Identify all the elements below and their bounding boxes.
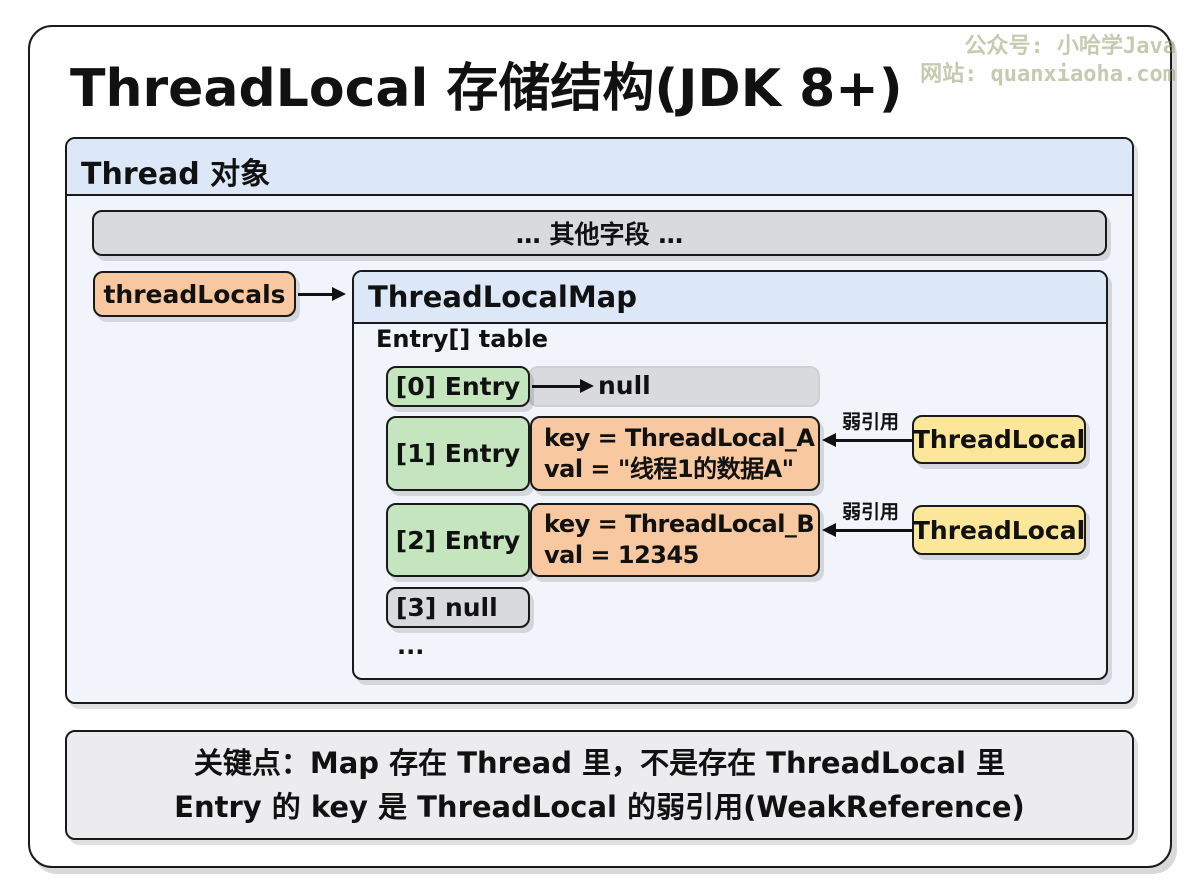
thread-label: Thread 对象 — [81, 157, 271, 192]
entry-1-val: val = "线程1的数据A" — [544, 454, 794, 483]
arrow-line — [298, 293, 333, 296]
diagram-title: ThreadLocal 存储结构(JDK 8+) — [70, 59, 903, 119]
note-line1: 关键点：Map 存在 Thread 里，不是存在 ThreadLocal 里 — [193, 746, 1006, 780]
key-point-note: 关键点：Map 存在 Thread 里，不是存在 ThreadLocal 里 E… — [65, 730, 1134, 840]
entry-2-val: val = 12345 — [544, 541, 699, 569]
weak-ref-arrow-line — [834, 439, 912, 442]
entry-1: [1] Entry — [386, 416, 530, 491]
entry-2-key: key = ThreadLocal_B — [544, 510, 815, 538]
thread-header: Thread 对象 — [67, 139, 1132, 196]
note-line2: Entry 的 key 是 ThreadLocal 的弱引用(WeakRefer… — [174, 790, 1025, 824]
arrow-line — [532, 385, 582, 388]
entry-1-key: key = ThreadLocal_A — [544, 423, 815, 452]
threadlocal-b-box: ThreadLocal — [912, 505, 1086, 555]
arrow-head-icon — [822, 433, 836, 447]
entry-1-kv: key = ThreadLocal_A val = "线程1的数据A" — [530, 416, 820, 491]
table-ellipsis: ... — [397, 632, 425, 660]
thread-locals-field: threadLocals — [93, 271, 296, 317]
entry-2: [2] Entry — [386, 503, 530, 577]
entry-0-value: null — [598, 371, 651, 400]
threadlocal-a-box: ThreadLocal — [912, 415, 1086, 464]
map-label: ThreadLocalMap — [368, 280, 638, 314]
weak-ref-arrow-line — [834, 529, 912, 532]
weak-ref-label: 弱引用 — [842, 411, 900, 433]
arrow-head-icon — [332, 287, 346, 301]
other-fields-bar: … 其他字段 … — [92, 210, 1107, 256]
entry-0: [0] Entry — [386, 366, 530, 407]
weak-ref-label: 弱引用 — [842, 501, 900, 523]
entry-2-kv: key = ThreadLocal_B val = 12345 — [530, 503, 820, 577]
watermark-line1: 公众号: 小哈学Java — [964, 34, 1176, 59]
table-label: Entry[] table — [376, 325, 549, 353]
arrow-head-icon — [580, 379, 594, 393]
watermark-line2: 网站: quanxiaoha.com — [920, 62, 1176, 87]
arrow-head-icon — [822, 523, 836, 537]
map-header: ThreadLocalMap — [354, 272, 1106, 324]
entry-3: [3] null — [386, 587, 530, 628]
